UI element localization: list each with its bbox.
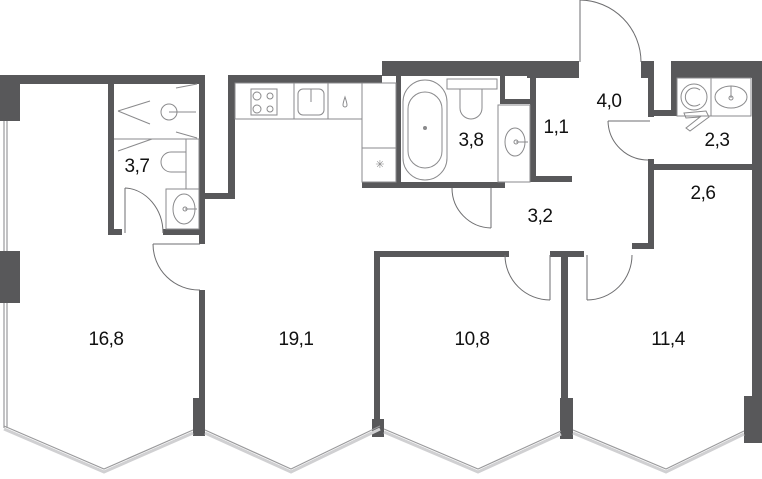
- room-area-bathroom-main: 3,8: [458, 130, 484, 151]
- room-area-bedroom-left: 16,8: [88, 329, 124, 350]
- room-area-entrance-hall: 4,0: [596, 91, 622, 112]
- doors: [124, 0, 650, 301]
- room-area-storage: 2,6: [690, 183, 716, 204]
- fixtures: ✳: [114, 77, 752, 230]
- svg-text:✳: ✳: [375, 158, 384, 171]
- room-area-kitchen-living: 19,1: [278, 329, 314, 350]
- windows: [3, 121, 745, 474]
- room-area-bedroom-middle: 10,8: [454, 329, 490, 350]
- room-area-bedroom-right: 11,4: [651, 329, 685, 350]
- room-area-corridor: 3,2: [527, 206, 553, 227]
- walls: [0, 61, 762, 443]
- room-area-wc: 2,3: [704, 130, 730, 151]
- room-area-bathroom-left: 3,7: [124, 156, 150, 177]
- room-area-closet: 1,1: [543, 117, 569, 138]
